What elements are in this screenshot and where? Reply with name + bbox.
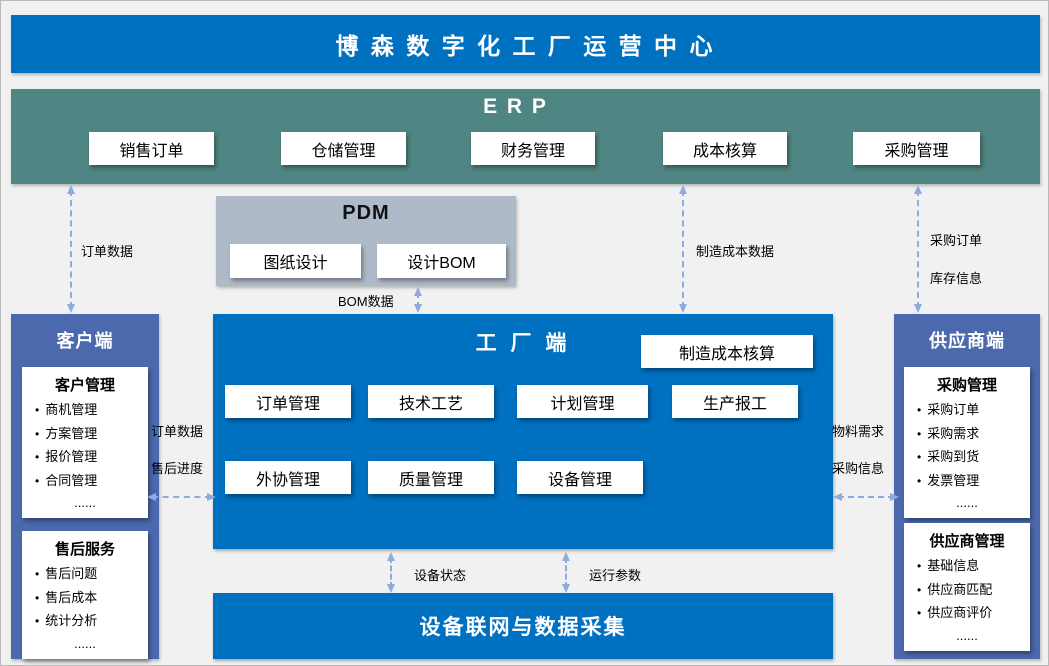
arrow-factory-iot-right [562, 552, 570, 593]
data-collection-title: 设备联网与数据采集 [419, 616, 627, 639]
arrow-erp-supplier [914, 185, 922, 313]
arrow-erp-factory-cost [679, 185, 687, 313]
list-item: 发票管理 [917, 469, 1024, 493]
list-item: 供应商评价 [917, 601, 1024, 625]
more-ellipsis: ...... [956, 627, 978, 643]
after-sales-section: 售后服务 售后问题 售后成本 统计分析 ...... [22, 531, 148, 659]
supplier-management-section: 供应商管理 基础信息 供应商匹配 供应商评价 ...... [904, 523, 1030, 651]
flow-label-inventory-info: 库存信息 [930, 271, 983, 286]
flow-label-mfg-cost-data: 制造成本数据 [696, 244, 775, 259]
section-list: 采购订单 采购需求 采购到货 发票管理 [910, 398, 1024, 492]
pdm-module-design-bom: 设计BOM [377, 244, 506, 278]
erp-module-cost-accounting: 成本核算 [663, 132, 787, 165]
page-title: 博 森 数 字 化 工 厂 运 营 中 心 [335, 33, 716, 59]
section-title: 采购管理 [936, 377, 997, 394]
flow-label-material-demand: 物料需求 [832, 424, 885, 439]
client-management-section: 客户管理 商机管理 方案管理 报价管理 合同管理 ...... [22, 367, 148, 519]
list-item: 基础信息 [917, 554, 1024, 578]
factory-module-planning: 计划管理 [517, 385, 648, 418]
flow-label-device-status: 设备状态 [414, 568, 467, 583]
list-item: 采购需求 [917, 422, 1024, 446]
factory-module-order-mgmt: 订单管理 [225, 385, 351, 418]
flow-label-after-sales-progress: 售后进度 [151, 461, 204, 476]
list-item: 方案管理 [35, 422, 142, 446]
factory-module-equipment: 设备管理 [517, 461, 643, 494]
factory-module-process-tech: 技术工艺 [368, 385, 494, 418]
erp-title: E R P [483, 95, 548, 118]
supplier-panel-title: 供应商端 [929, 331, 1005, 351]
factory-title: 工 厂 端 [475, 332, 571, 355]
section-title: 供应商管理 [929, 533, 1005, 550]
list-item: 统计分析 [35, 609, 142, 633]
list-item: 采购订单 [917, 398, 1024, 422]
procurement-section: 采购管理 采购订单 采购需求 采购到货 发票管理 ...... [904, 367, 1030, 519]
flow-label-order-data-h: 订单数据 [151, 424, 204, 439]
erp-module-sales-orders: 销售订单 [89, 132, 214, 165]
data-collection-band: 设备联网与数据采集 [213, 593, 833, 659]
erp-module-warehouse: 仓储管理 [281, 132, 406, 165]
section-title: 客户管理 [54, 377, 115, 394]
pdm-title: PDM [342, 202, 390, 224]
more-ellipsis: ...... [956, 495, 978, 511]
list-item: 供应商匹配 [917, 578, 1024, 602]
section-list: 基础信息 供应商匹配 供应商评价 [910, 554, 1024, 625]
flow-label-purchase-order: 采购订单 [930, 233, 983, 248]
flow-label-purchase-info: 采购信息 [832, 461, 885, 476]
erp-module-procurement: 采购管理 [853, 132, 980, 165]
section-list: 商机管理 方案管理 报价管理 合同管理 [28, 398, 142, 492]
flow-label-bom-data: BOM数据 [338, 294, 394, 309]
flow-label-running-params: 运行参数 [589, 568, 642, 583]
arrow-client-factory [147, 493, 216, 501]
more-ellipsis: ...... [74, 495, 96, 511]
factory-module-quality: 质量管理 [368, 461, 494, 494]
arrow-pdm-factory [414, 287, 422, 313]
arrow-erp-client [67, 185, 75, 313]
erp-module-finance: 财务管理 [471, 132, 595, 165]
section-list: 售后问题 售后成本 统计分析 [28, 562, 142, 633]
list-item: 售后问题 [35, 562, 142, 586]
list-item: 合同管理 [35, 469, 142, 493]
list-item: 报价管理 [35, 445, 142, 469]
more-ellipsis: ...... [74, 635, 96, 651]
factory-module-production-report: 生产报工 [672, 385, 798, 418]
list-item: 商机管理 [35, 398, 142, 422]
title-banner: 博 森 数 字 化 工 厂 运 营 中 心 [11, 15, 1040, 73]
list-item: 采购到货 [917, 445, 1024, 469]
pdm-module-drawing-design: 图纸设计 [230, 244, 361, 278]
list-item: 售后成本 [35, 586, 142, 610]
arrow-factory-iot-left [387, 552, 395, 593]
flow-label-order-data: 订单数据 [81, 244, 134, 259]
factory-module-mfg-cost-accounting: 制造成本核算 [641, 335, 813, 368]
client-panel-title: 客户端 [56, 331, 114, 351]
section-title: 售后服务 [54, 541, 115, 558]
arrow-factory-supplier [833, 493, 899, 501]
factory-module-outsourcing: 外协管理 [225, 461, 351, 494]
